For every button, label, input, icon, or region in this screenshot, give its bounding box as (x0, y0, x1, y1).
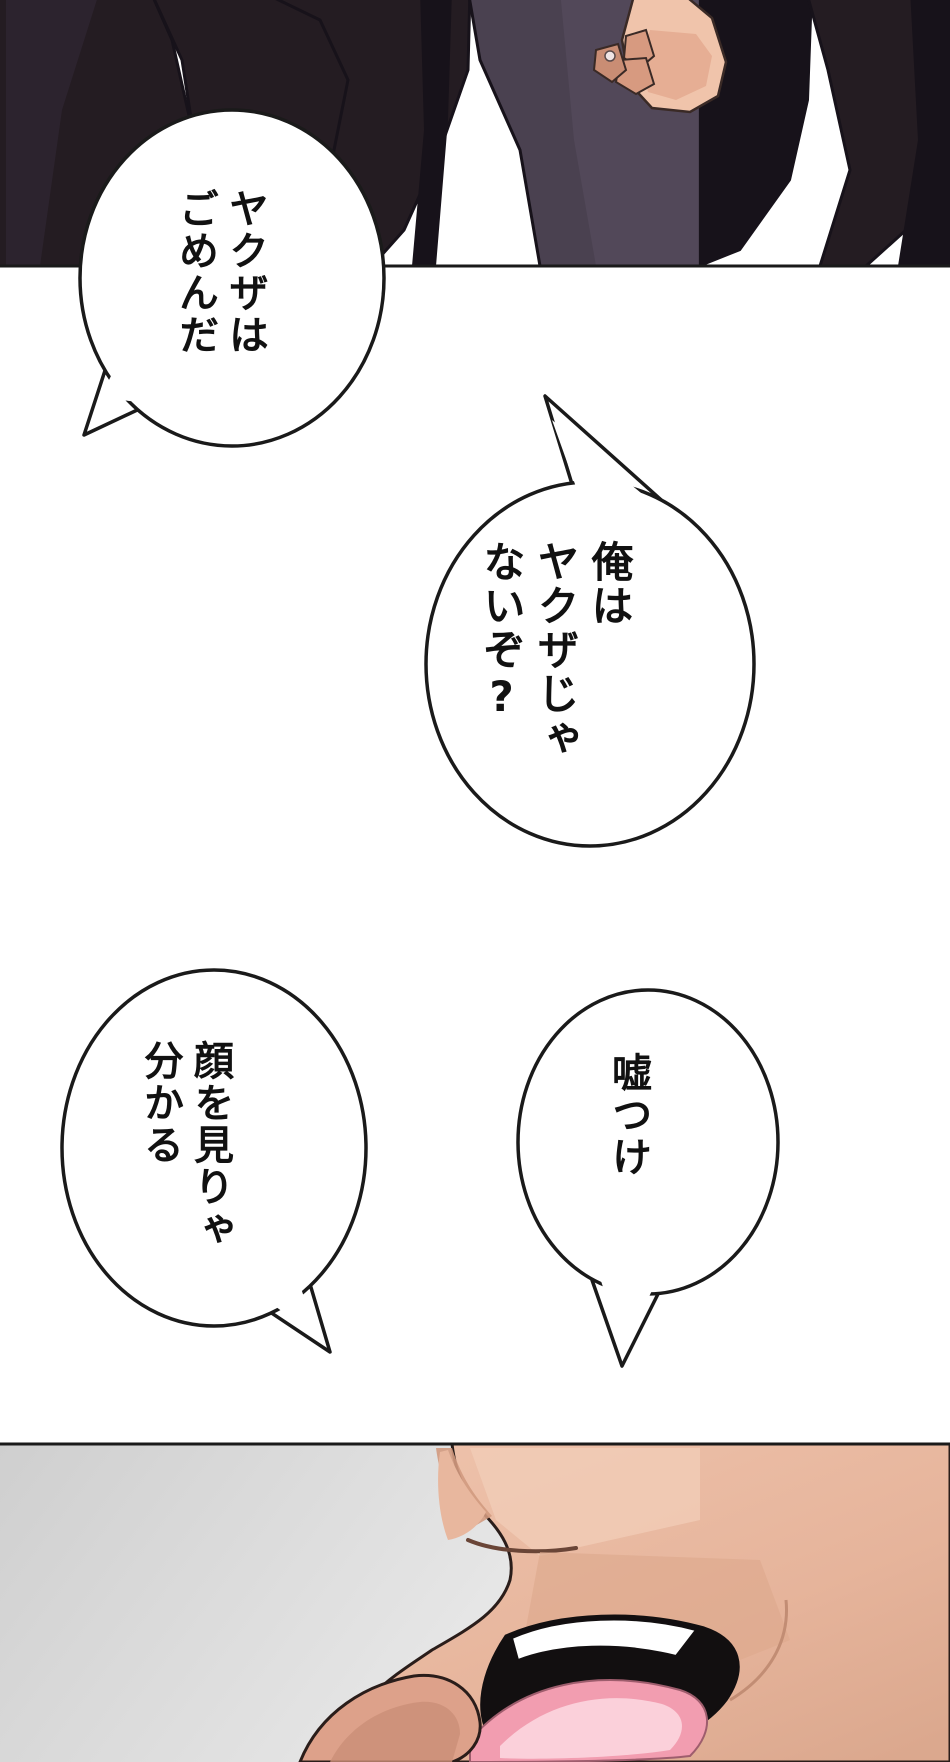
bubble-3-shape[interactable] (60, 968, 368, 1354)
ring (604, 50, 616, 62)
nose-tip (438, 1450, 486, 1540)
bubble-2-line-2: ヤクザじゃ (531, 540, 580, 760)
bubble-2-text: 俺は ヤクザじゃ ないぞ? (477, 540, 634, 760)
right-figure-coat (699, 0, 813, 266)
bubble-4-line-1: 嘘つけ (605, 1052, 651, 1178)
right-figure-hand (592, 0, 728, 114)
bubble-1-line-1: ヤクザは (222, 188, 268, 356)
bubble-2-line-1: 俺は (585, 540, 634, 628)
right-figure-coat-far (898, 0, 950, 266)
bubble-4-shape[interactable] (516, 988, 780, 1368)
top-panel-art (0, 0, 950, 266)
speech-balloon-shapes (60, 108, 780, 1368)
lower-lip-shadow (330, 1701, 460, 1762)
bubble-3-line-1: 顔を見りゃ (187, 1040, 233, 1250)
tongue-highlight (500, 1698, 682, 1759)
upper-teeth (510, 1618, 698, 1662)
bubble-1-text: ヤクザは ごめんだ (172, 188, 268, 356)
bubble-3-text: 顔を見りゃ 分かる (137, 1040, 233, 1250)
bottom-panel-art (0, 1444, 950, 1762)
left-figure-coat-inner-fold (6, 0, 97, 266)
bubble-1-shape[interactable] (78, 108, 386, 448)
bubble-4-text: 嘘つけ (605, 1052, 651, 1178)
bubble-3-line-2: 分かる (137, 1040, 183, 1166)
upper-lip-crease (466, 1538, 578, 1554)
thumb (592, 42, 628, 84)
bubble-1-line-2: ごめんだ (172, 188, 218, 356)
bubble-2-shape[interactable] (424, 394, 756, 848)
jaw-line (729, 1599, 789, 1702)
bubble-2-line-3: ないぞ? (477, 540, 526, 723)
jacket-sliver (412, 0, 452, 266)
face-highlight (470, 1448, 700, 1556)
